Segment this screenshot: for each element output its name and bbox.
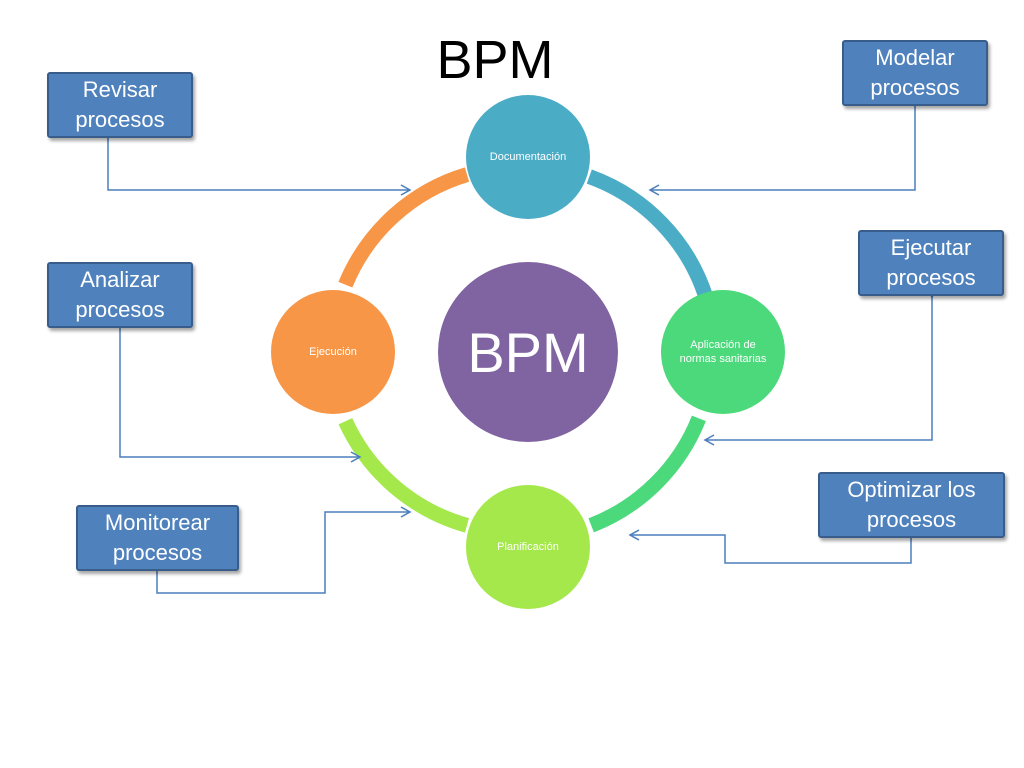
box-revisar-procesos: Revisar procesos	[47, 72, 193, 138]
node-documentacion: Documentación	[466, 95, 590, 219]
box-ejecutar-procesos: Ejecutar procesos	[858, 230, 1004, 296]
box-optimizar-label: Optimizar los procesos	[847, 477, 976, 532]
box-monitorear-label: Monitorear procesos	[104, 510, 211, 565]
box-analizar-procesos: Analizar procesos	[47, 262, 193, 328]
ring-arc-ejecucion-documentacion	[338, 167, 470, 288]
connectors	[102, 95, 938, 594]
ring-arc-documentacion-aplicacion	[586, 169, 714, 301]
node-documentacion-label: Documentación	[489, 151, 567, 163]
ring-arc-planificacion-ejecucion	[338, 418, 470, 533]
connector-analizar	[114, 318, 362, 463]
box-revisar-label: Revisar procesos	[75, 77, 165, 132]
connector-ejecutar	[703, 287, 938, 446]
box-modelar-label: Modelar procesos	[870, 45, 960, 100]
connector-monitorear	[151, 506, 412, 594]
cycle-ring	[338, 167, 714, 533]
node-planificacion: Planificación	[466, 485, 590, 609]
connector-revisar	[102, 128, 412, 196]
node-ejecucion: Ejecución	[271, 290, 395, 414]
box-optimizar-procesos: Optimizar los procesos	[818, 472, 1005, 538]
node-ejecucion-label: Ejecución	[309, 346, 357, 358]
center-label: BPM	[467, 320, 589, 384]
connector-modelar	[648, 95, 921, 196]
node-aplicacion-normas-label: Aplicación de normas sanitarias	[679, 339, 767, 365]
ring-arc-aplicacion-planificacion	[588, 415, 706, 533]
center-circle: BPM	[438, 262, 618, 442]
box-ejecutar-label: Ejecutar procesos	[886, 235, 976, 290]
box-modelar-procesos: Modelar procesos	[842, 40, 988, 106]
node-aplicacion-normas: Aplicación de normas sanitarias	[661, 290, 785, 414]
box-monitorear-procesos: Monitorear procesos	[76, 505, 239, 571]
connector-optimizar	[628, 528, 917, 564]
box-analizar-label: Analizar procesos	[75, 267, 165, 322]
node-planificacion-label: Planificación	[497, 541, 559, 553]
page-title: BPM	[436, 30, 554, 90]
